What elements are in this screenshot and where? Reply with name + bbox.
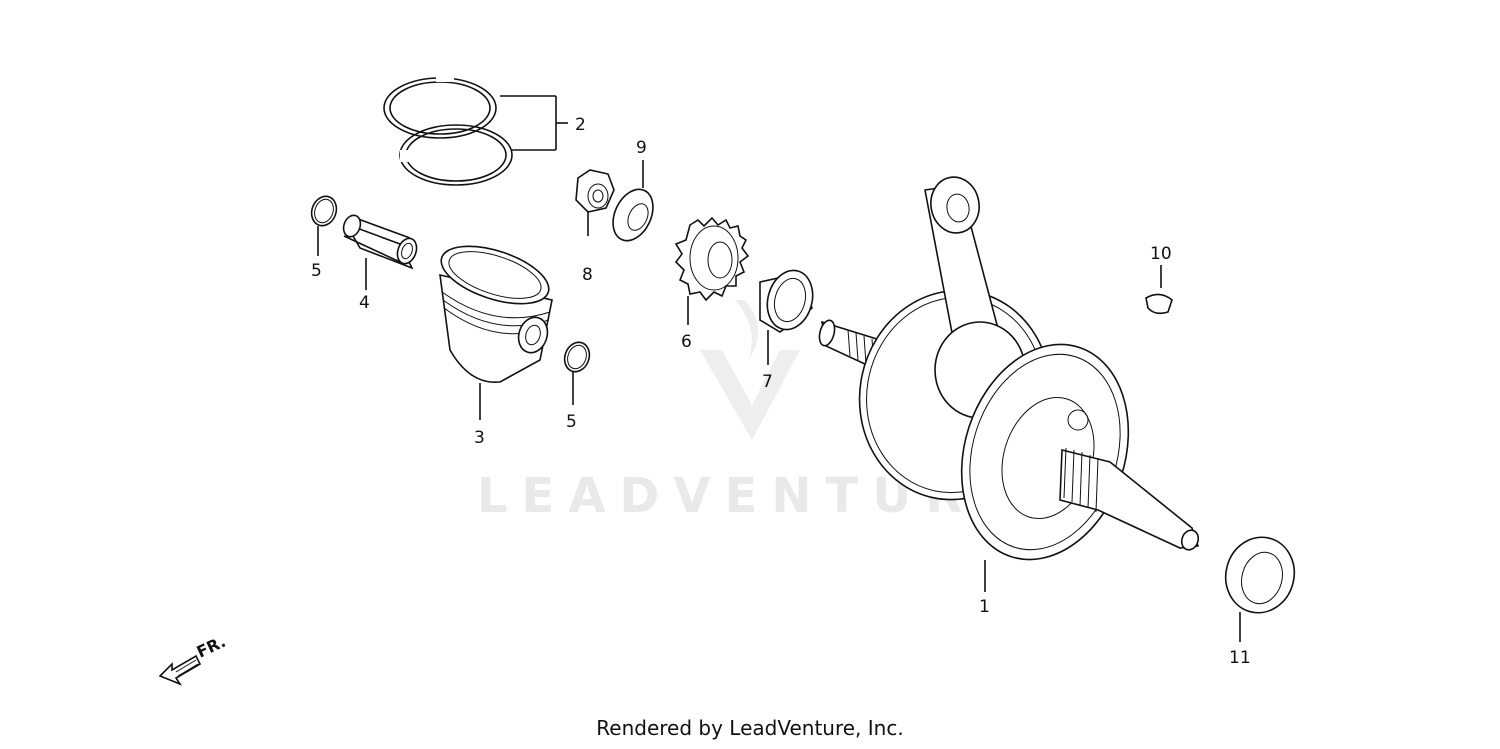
piston — [439, 245, 553, 420]
piston-pin — [342, 214, 418, 290]
front-direction-marker: FR. — [158, 632, 229, 686]
woodruff-key — [1145, 265, 1173, 315]
callout-2: 2 — [575, 115, 586, 135]
callout-5-right: 5 — [566, 412, 577, 432]
piston-rings — [383, 72, 568, 186]
nut — [575, 169, 615, 236]
callout-6: 6 — [681, 332, 692, 352]
bearing-collar — [759, 269, 814, 365]
callout-7: 7 — [762, 372, 773, 392]
piston-pin-clip-left — [310, 195, 338, 256]
callout-4: 4 — [359, 293, 370, 313]
footer-credit: Rendered by LeadVenture, Inc. — [596, 716, 904, 740]
oil-seal — [1224, 536, 1296, 642]
crankshaft — [818, 176, 1200, 592]
washer — [612, 160, 654, 242]
callout-8: 8 — [582, 265, 593, 285]
callout-5-left: 5 — [311, 261, 322, 281]
timing-gear — [674, 216, 750, 325]
callout-1: 1 — [979, 597, 990, 617]
front-direction-label: FR. — [194, 632, 229, 662]
callout-10: 10 — [1150, 244, 1172, 264]
callout-11: 11 — [1229, 648, 1251, 668]
callout-9: 9 — [636, 138, 647, 158]
callout-3: 3 — [474, 428, 485, 448]
piston-pin-clip-right — [563, 341, 591, 405]
